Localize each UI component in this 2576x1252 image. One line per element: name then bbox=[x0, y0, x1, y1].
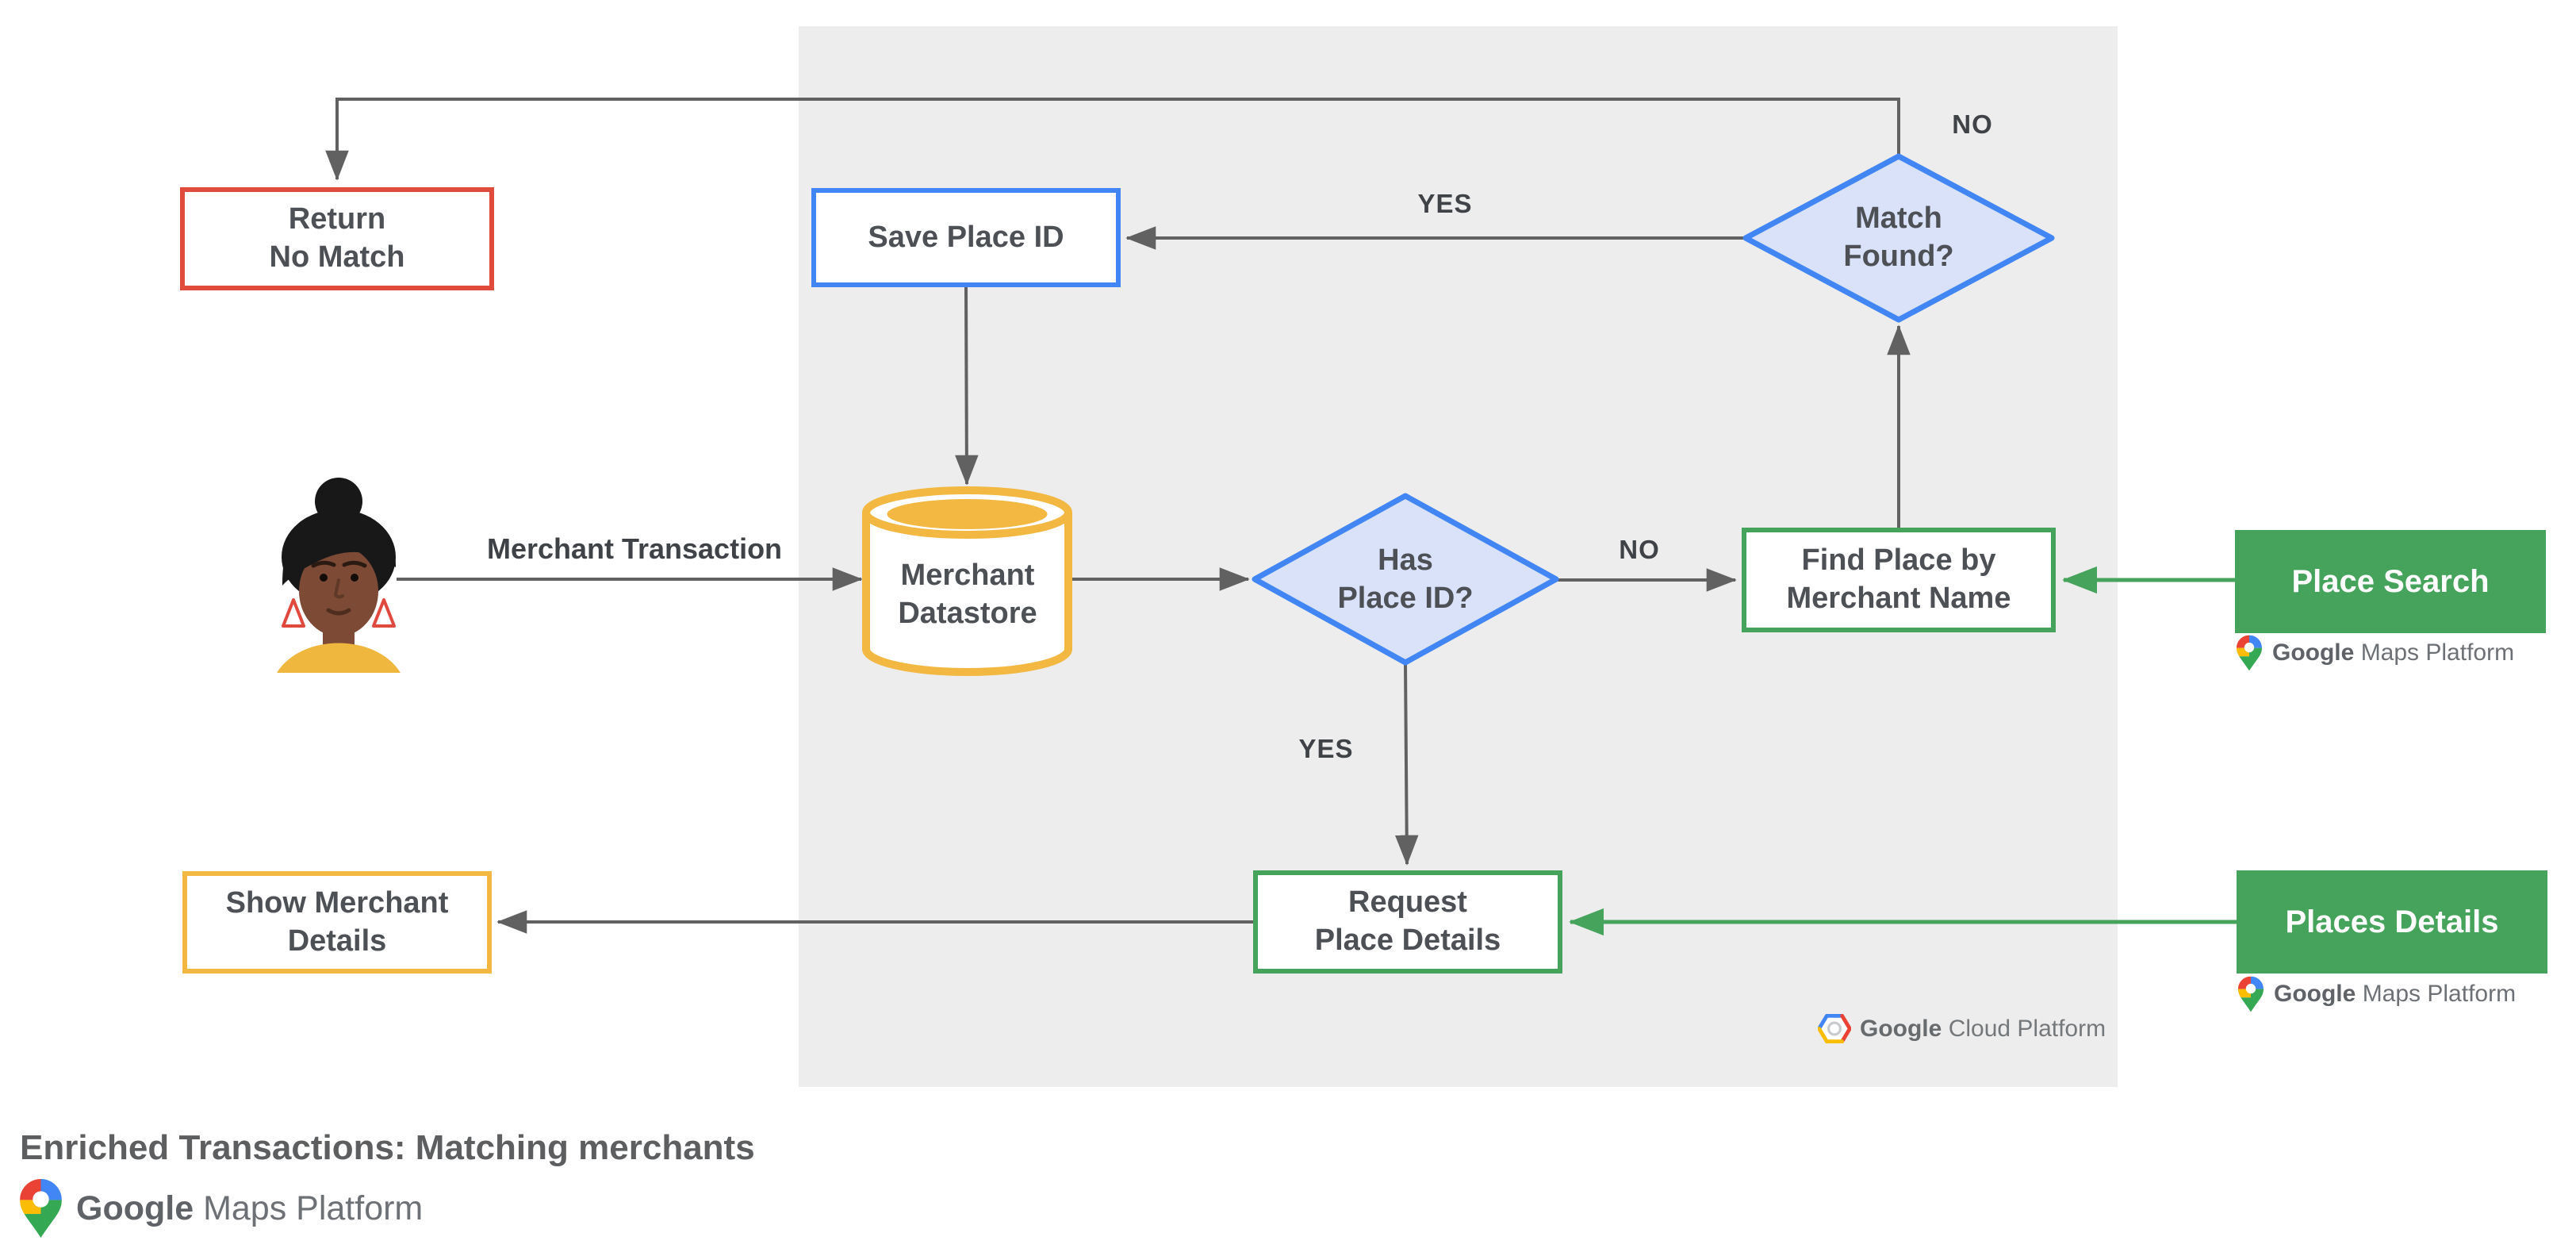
node-label: Merchant Name bbox=[1786, 582, 2011, 615]
node-label: Request bbox=[1348, 885, 1467, 920]
datastore-cylinder bbox=[862, 486, 1072, 676]
node-label: No Match bbox=[269, 240, 405, 274]
avatar-earring-right bbox=[372, 598, 396, 628]
gcp-logo-text: Google Cloud Platform bbox=[1860, 1015, 2106, 1042]
node-return-no-match: Return No Match bbox=[180, 187, 494, 290]
node-request-place-details: Request Place Details bbox=[1253, 870, 1562, 974]
node-label: Save Place ID bbox=[868, 220, 1064, 254]
gmp-logo-text: Google Maps Platform bbox=[76, 1189, 424, 1227]
edge-match-found-no-to-return bbox=[325, 98, 1900, 181]
node-show-merchant-details: Show Merchant Details bbox=[182, 871, 492, 974]
maps-pin-icon bbox=[2238, 976, 2264, 1012]
gmp-logo-footer: Google Maps Platform bbox=[20, 1179, 423, 1238]
node-label: Details bbox=[287, 924, 387, 958]
node-label: Show Merchant bbox=[225, 885, 449, 920]
edge-label-yes-top: YES bbox=[1417, 189, 1473, 218]
node-find-place-by-merchant-name: Find Place by Merchant Name bbox=[1742, 528, 2056, 632]
node-save-place-id: Save Place ID bbox=[811, 188, 1121, 287]
node-place-search-api: Place Search bbox=[2235, 530, 2546, 633]
gmp-logo-text: Google Maps Platform bbox=[2272, 639, 2515, 666]
user-avatar bbox=[277, 478, 401, 673]
node-label: Place Search bbox=[2291, 563, 2490, 599]
edge-label-no-mid: NO bbox=[1619, 535, 1660, 564]
avatar-shirt bbox=[277, 643, 401, 673]
edge-label-yes-mid: YES bbox=[1298, 734, 1354, 763]
edge-save-to-datastore bbox=[955, 286, 979, 486]
avatar-face bbox=[299, 546, 378, 636]
node-label: Return bbox=[288, 202, 386, 236]
gmp-logo-places-details: Google Maps Platform bbox=[2238, 976, 2516, 1012]
gcp-logo: Google Cloud Platform bbox=[1818, 1014, 2106, 1043]
node-places-details-api: Places Details bbox=[2237, 870, 2547, 974]
decision-match-found bbox=[1742, 153, 2055, 323]
node-label: Place Details bbox=[1314, 924, 1501, 957]
edge-has-place-id-yes-to-request bbox=[1394, 662, 1419, 866]
decision-match-found-label: Match Found? bbox=[1843, 202, 1954, 273]
maps-pin-icon bbox=[20, 1179, 62, 1238]
decision-has-place-id-label: Has Place ID? bbox=[1337, 543, 1474, 615]
datastore-label: Merchant Datastore bbox=[898, 559, 1037, 630]
maps-pin-icon bbox=[2237, 635, 2262, 671]
gcp-hexagon-icon bbox=[1818, 1014, 1851, 1043]
avatar-hair-fringe bbox=[282, 513, 397, 586]
gmp-logo-text: Google Maps Platform bbox=[2274, 981, 2517, 1007]
edge-label-no-top: NO bbox=[1952, 109, 1993, 139]
avatar-earring-left bbox=[282, 598, 305, 628]
page-title: Enriched Transactions: Matching merchant… bbox=[20, 1128, 755, 1167]
node-label: Places Details bbox=[2285, 904, 2499, 939]
edge-label-merchant-transaction: Merchant Transaction bbox=[486, 532, 783, 565]
decision-has-place-id bbox=[1252, 493, 1559, 666]
gmp-logo-place-search: Google Maps Platform bbox=[2237, 635, 2514, 671]
node-label: Find Place by bbox=[1801, 543, 1996, 578]
